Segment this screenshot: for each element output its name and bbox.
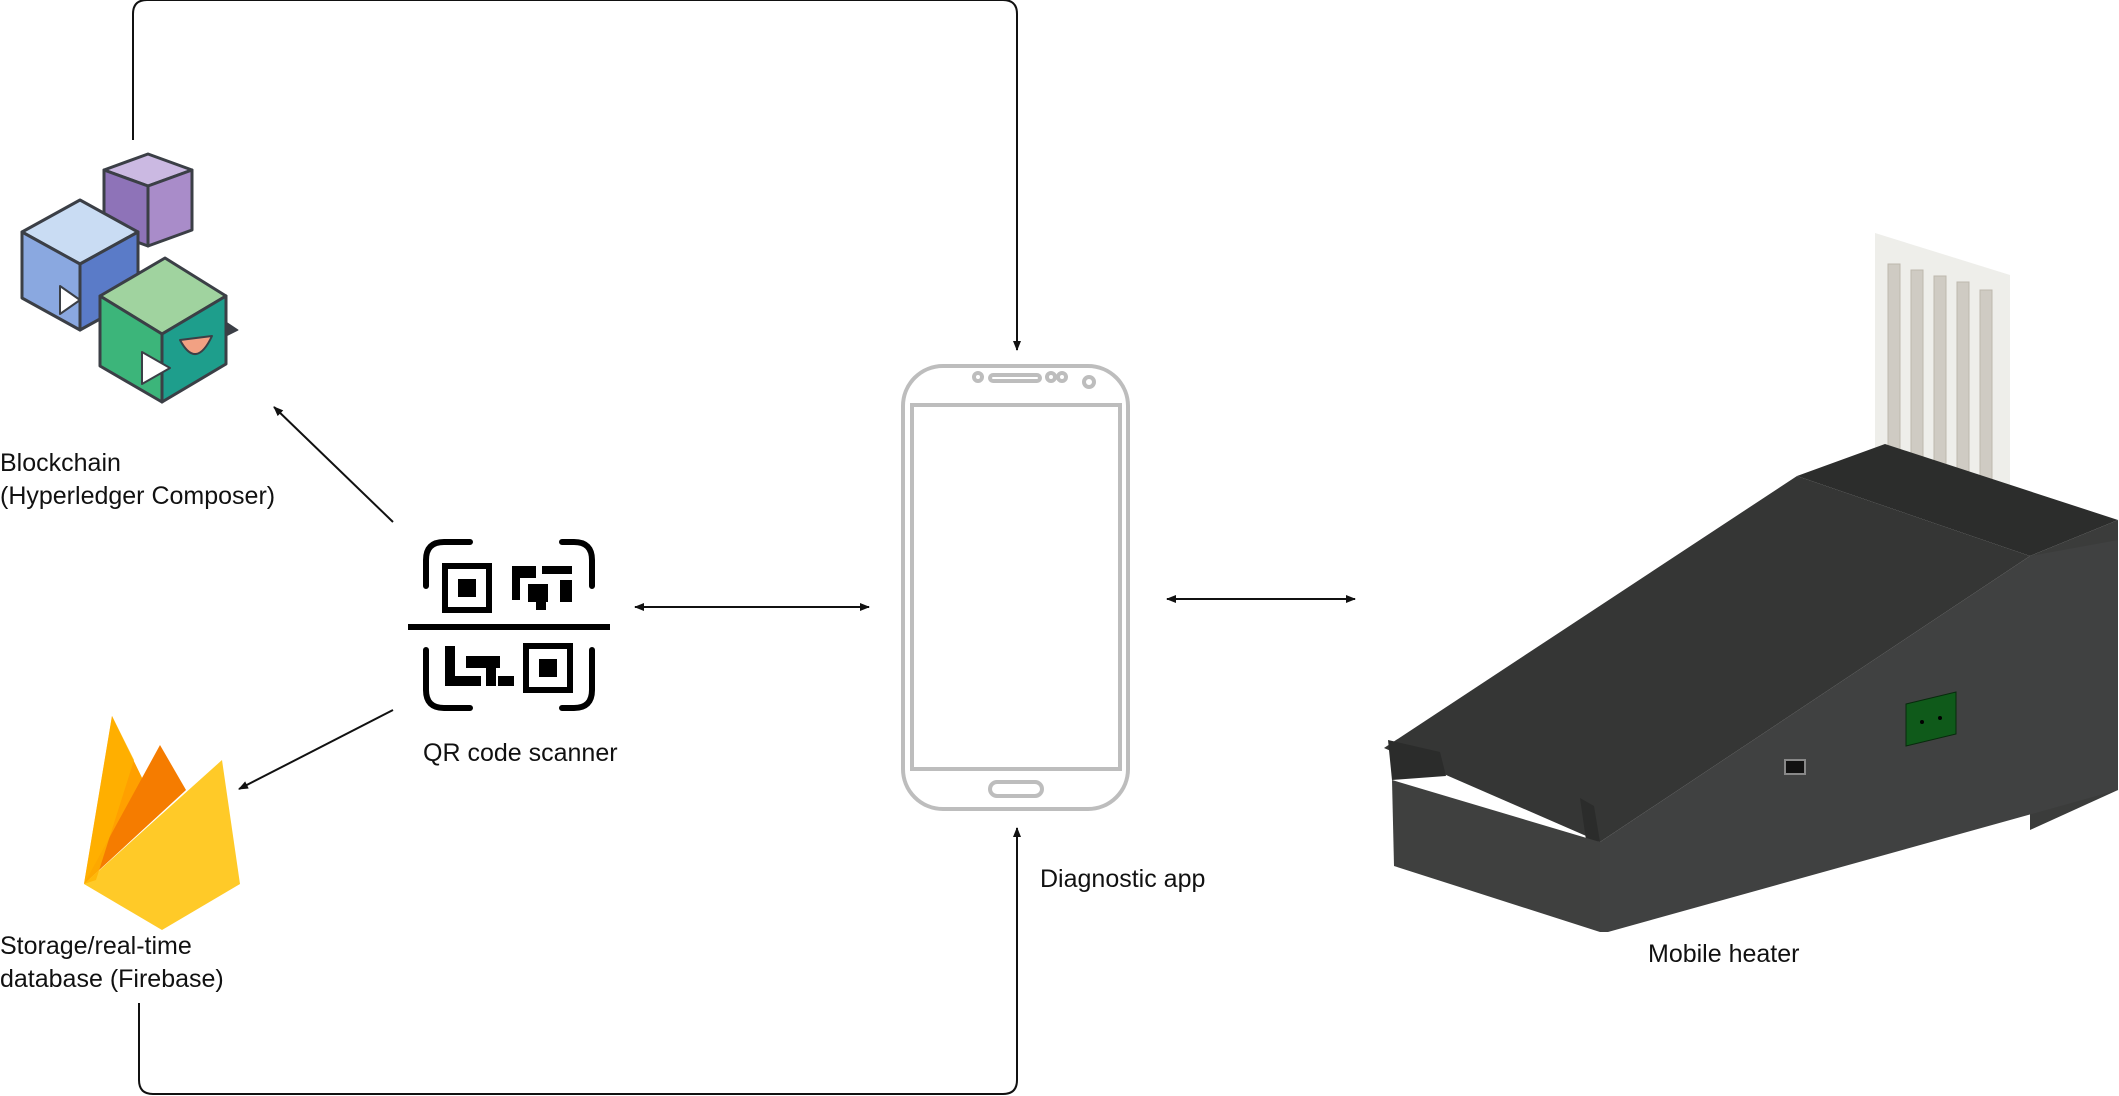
firebase-label: Storage/real-time database (Firebase) <box>0 930 224 996</box>
firebase-flame-icon <box>84 716 240 930</box>
firebase-label-line1: Storage/real-time <box>0 932 192 960</box>
firebase-label-line2: database (Firebase) <box>0 965 224 993</box>
diagnostic-app-label: Diagnostic app <box>1040 863 1205 896</box>
blockchain-label-line2: (Hyperledger Composer) <box>0 482 276 510</box>
qr-code-icon <box>408 539 610 711</box>
qr-scanner-label: QR code scanner <box>423 737 618 770</box>
diagnostic-app-label-text: Diagnostic app <box>1040 865 1206 893</box>
connector-firebase-to-app <box>138 827 1021 1095</box>
hyperledger-cubes-icon <box>20 152 239 404</box>
blockchain-label: Blockchain (Hyperledger Composer) <box>0 447 275 513</box>
blockchain-label-line1: Blockchain <box>0 449 121 477</box>
smartphone-icon <box>901 364 1130 811</box>
connector-qr-to-blockchain <box>273 406 394 523</box>
qr-scanner-label-text: QR code scanner <box>423 739 618 767</box>
mobile-heater-label-text: Mobile heater <box>1648 940 1800 968</box>
connector-qr-to-firebase <box>238 709 394 790</box>
mobile-heater-label: Mobile heater <box>1648 938 1799 971</box>
heater-device-icon <box>1384 233 2118 932</box>
connector-blockchain-to-app <box>132 0 1021 351</box>
